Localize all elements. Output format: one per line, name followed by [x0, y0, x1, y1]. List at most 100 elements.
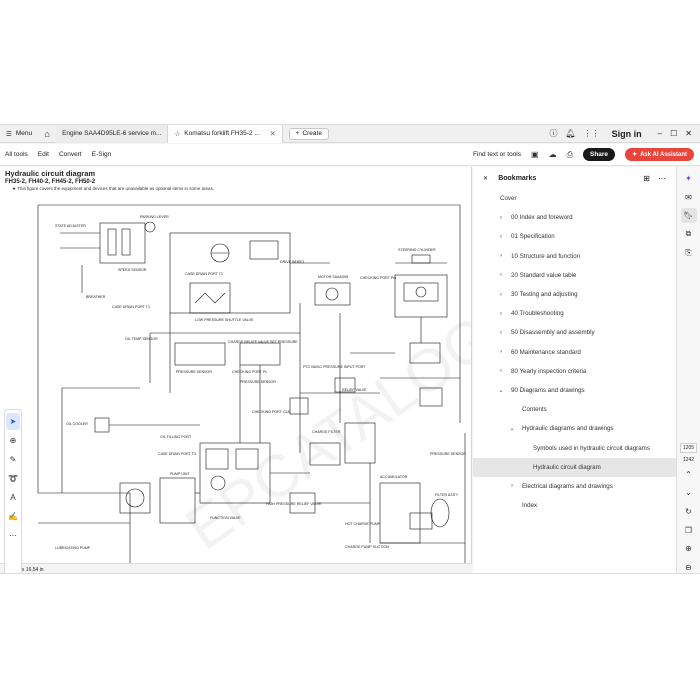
create-button[interactable]: + Create: [288, 127, 329, 140]
bookmark-item[interactable]: › 80 Yearly inspection criteria: [473, 362, 676, 381]
tab-bar: ☰ Menu ⌂ Engine SAA4D95LE-6 service m...…: [0, 125, 700, 143]
close-panel-icon[interactable]: ✕: [483, 174, 489, 182]
chevron-icon[interactable]: ›: [500, 368, 502, 375]
save-icon[interactable]: ▣: [531, 150, 539, 159]
star-icon[interactable]: ☆: [174, 130, 181, 138]
bookmark-label: 01 Specification: [511, 233, 555, 241]
label-charge-relief: CHARGE RELIEF VALVE SET PRESSURE: [228, 340, 298, 344]
zoom-in-icon[interactable]: ⊕: [685, 544, 692, 554]
bookmark-label: 00 Index and foreword: [511, 214, 573, 222]
chevron-icon[interactable]: ›: [500, 349, 502, 356]
apps-grid-icon[interactable]: ⋮⋮: [583, 129, 600, 138]
label-motor: MOTOR SAA4D95: [318, 275, 348, 279]
bookmark-item[interactable]: Hydraulic circuit diagram: [473, 457, 676, 477]
chevron-icon[interactable]: ›: [500, 233, 502, 240]
label-relief-valve: RELIEF VALVE: [342, 388, 367, 392]
attachments-icon[interactable]: ⎘: [685, 248, 692, 258]
bookmark-item[interactable]: › 50 Disassembly and assembly: [473, 323, 676, 342]
bookmark-item[interactable]: ›20 Standard value table: [473, 266, 676, 285]
add-bookmark-icon[interactable]: ⊞: [643, 173, 650, 183]
bookmark-label: Electrical diagrams and drawings: [522, 482, 613, 490]
bookmarks-icon[interactable]: 🔖︎: [680, 208, 697, 224]
rotate-icon[interactable]: ↻: [685, 507, 692, 517]
comments-icon[interactable]: ✉: [685, 192, 692, 202]
chevron-icon[interactable]: ›: [500, 272, 502, 279]
bookmark-item[interactable]: › 01 Specification: [473, 227, 676, 246]
menu-edit[interactable]: Edit: [37, 151, 49, 158]
bookmarks-panel: ✕ Bookmarks ⊞ ⋯ Cover›00 Index and forew…: [473, 167, 676, 573]
page-thumbnails-icon[interactable]: ⧉: [685, 229, 692, 239]
bookmark-item[interactable]: ⌄Hydraulic diagrams and drawings: [473, 419, 676, 438]
sign-in-link[interactable]: Sign in: [611, 128, 642, 139]
chevron-icon[interactable]: ⌄: [498, 387, 504, 394]
label-lubricating: LUBRICATING PUMP: [55, 546, 91, 550]
chevron-icon[interactable]: ›: [500, 253, 502, 260]
label-oil-cooler: OIL COOLER: [66, 422, 88, 426]
label-drive-wheel: DRIVE WHEEL: [280, 260, 305, 264]
page-down-icon[interactable]: ⌄: [685, 488, 692, 498]
close-tab-icon[interactable]: ✕: [269, 130, 276, 138]
bookmark-item[interactable]: ›10 Structure and function: [473, 247, 676, 266]
bookmark-item[interactable]: Cover: [473, 189, 676, 208]
bookmark-options-icon[interactable]: ⋯: [658, 173, 666, 183]
chevron-icon[interactable]: ›: [500, 291, 502, 298]
label-pressure-sensor2: PRESSURE SENSOR: [240, 380, 276, 384]
bookmark-item[interactable]: › 00 Index and foreword: [473, 208, 676, 227]
minimize-icon[interactable]: –: [657, 129, 663, 138]
bookmark-label: Cover: [500, 195, 517, 203]
bookmark-label: 30 Testing and adjusting: [511, 291, 578, 299]
chevron-icon[interactable]: ›: [500, 214, 502, 221]
bookmark-label: 80 Yearly inspection criteria: [511, 367, 587, 375]
menu-button[interactable]: ☰ Menu: [6, 130, 33, 138]
current-page-input[interactable]: 1205: [679, 442, 698, 453]
bookmark-item[interactable]: Contents: [473, 400, 676, 419]
share-button[interactable]: Share: [582, 148, 616, 161]
bookmark-item[interactable]: › 30 Testing and adjusting: [473, 285, 676, 304]
maximize-icon[interactable]: ☐: [670, 129, 678, 138]
document-viewport[interactable]: Hydraulic circuit diagram FH35-2, FH40-2…: [0, 167, 472, 563]
page-up-icon[interactable]: ⌃: [685, 469, 692, 479]
tab-engine-manual[interactable]: Engine SAA4D95LE-6 service m...: [56, 125, 169, 143]
acrobat-window: ☰ Menu ⌂ Engine SAA4D95LE-6 service m...…: [0, 124, 700, 574]
bookmark-item[interactable]: Index: [473, 496, 676, 515]
comment-icon[interactable]: ⊕: [9, 436, 17, 445]
chevron-icon[interactable]: ›: [511, 483, 513, 490]
notification-bell-icon[interactable]: 🔔︎: [565, 129, 576, 138]
zoom-out-icon[interactable]: ⊖: [685, 563, 692, 573]
select-cursor-icon[interactable]: ➤: [6, 413, 20, 430]
status-bar: 23,39 x 16,54 in: [0, 563, 472, 573]
more-tools-icon[interactable]: ⋯: [9, 531, 17, 540]
tab-forklift-manual[interactable]: ☆ Komatsu forklift FH35-2 ... ✕: [168, 125, 283, 143]
chevron-icon[interactable]: ›: [500, 329, 502, 336]
label-oil-filling: OIL FILLING PORT: [160, 435, 192, 439]
bookmark-item[interactable]: ›40 Troubleshooting: [473, 304, 676, 323]
label-filter-ass: FILTER ASS'Y: [435, 493, 459, 497]
bookmark-item[interactable]: Symbols used in hydraulic circuit diagra…: [473, 438, 676, 457]
bookmark-label: 50 Disassembly and assembly: [511, 329, 595, 337]
help-icon[interactable]: ⓘ: [549, 129, 558, 138]
label-accumulator: ACCUMULATOR: [380, 475, 408, 479]
stamp-icon[interactable]: ✍: [8, 512, 18, 521]
copy-icon[interactable]: ❐: [684, 525, 693, 535]
bookmark-item[interactable]: › 60 Maintenance standard: [473, 343, 676, 362]
main-toolbar: All tools Edit Convert E-Sign Find text …: [0, 144, 700, 166]
label-charging-port: CHECKING PORT C2A: [252, 410, 290, 414]
bookmark-label: 60 Maintenance standard: [511, 348, 581, 356]
find-text-button[interactable]: Find text or tools: [472, 151, 522, 158]
chevron-icon[interactable]: ›: [500, 310, 502, 317]
ai-assistant-button[interactable]: ✦ Ask AI Assistant: [625, 148, 694, 161]
draw-freehand-icon[interactable]: ➰: [8, 474, 18, 483]
bookmark-item[interactable]: ⌄90 Diagrams and drawings: [473, 381, 676, 400]
menu-convert[interactable]: Convert: [58, 151, 82, 158]
bookmark-item[interactable]: › Electrical diagrams and drawings: [473, 477, 676, 496]
upload-cloud-icon[interactable]: ☁: [548, 150, 557, 159]
text-icon[interactable]: A: [10, 493, 16, 502]
chevron-icon[interactable]: ⌄: [509, 426, 515, 433]
print-icon[interactable]: ⎙: [566, 149, 573, 159]
highlight-pen-icon[interactable]: ✎: [9, 455, 17, 464]
close-window-icon[interactable]: ✕: [685, 129, 692, 138]
ai-panel-icon[interactable]: ✦: [685, 173, 692, 183]
menu-all-tools[interactable]: All tools: [5, 151, 28, 158]
menu-esign[interactable]: E-Sign: [91, 151, 112, 158]
home-icon[interactable]: ⌂: [44, 128, 50, 139]
